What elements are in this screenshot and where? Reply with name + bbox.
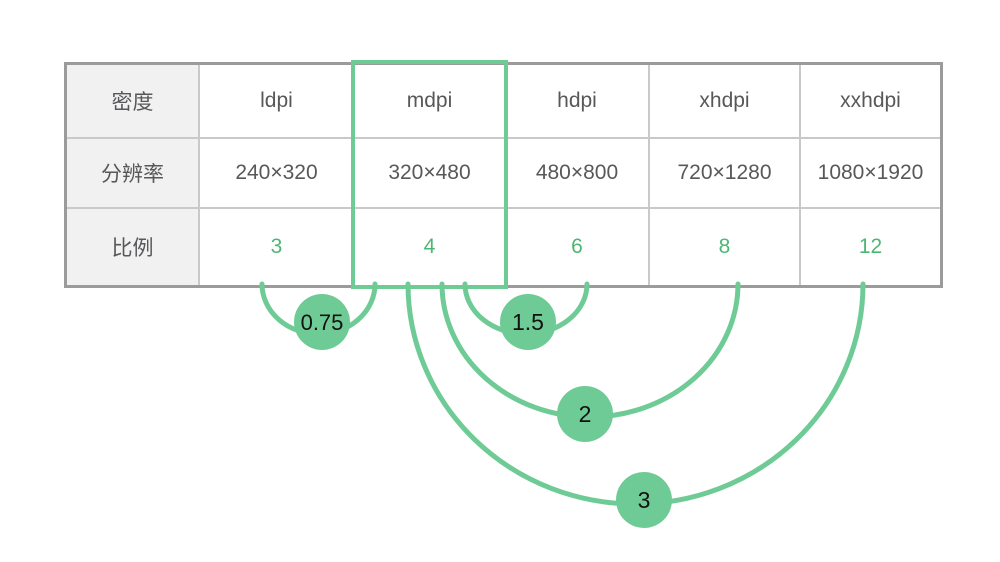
ratio-ldpi: 3: [200, 209, 353, 285]
resolution-xhdpi: 720×1280: [650, 139, 799, 207]
scale-badge-circle: [500, 294, 556, 350]
column-header-ldpi: ldpi: [200, 65, 353, 137]
resolution-mdpi: 320×480: [355, 139, 504, 207]
ratio-hdpi: 6: [506, 209, 648, 285]
arc-mdpi-to-xxhdpi: [405, 281, 866, 507]
scale-badge-label: 3: [638, 487, 651, 513]
arc-mdpi-to-hdpi: [462, 281, 590, 337]
scale-badge-circle: [294, 294, 350, 350]
scale-badge-1-5: 1.5: [500, 294, 556, 350]
ratio-xhdpi: 8: [650, 209, 799, 285]
scale-badge-2: 2: [557, 386, 613, 442]
column-header-hdpi: hdpi: [506, 65, 648, 137]
scale-badge-0-75: 0.75: [294, 294, 350, 350]
row-header-resolution: 分辨率: [67, 139, 198, 207]
scale-badge-label: 1.5: [512, 309, 544, 335]
arc-mdpi-to-ldpi: [259, 281, 378, 337]
row-header-ratio: 比例: [67, 209, 198, 285]
resolution-ldpi: 240×320: [200, 139, 353, 207]
density-table: 密度 ldpi mdpi hdpi xhdpi xxhdpi 分辨率 240×3…: [64, 62, 943, 288]
column-header-xhdpi: xhdpi: [650, 65, 799, 137]
scale-badge-label: 0.75: [301, 310, 344, 335]
column-header-mdpi: mdpi: [355, 65, 504, 137]
row-header-density: 密度: [67, 65, 198, 137]
scale-badge-3: 3: [616, 472, 672, 528]
scale-badge-label: 2: [579, 401, 592, 427]
ratio-xxhdpi: 12: [801, 209, 940, 285]
scale-badge-circle: [616, 472, 672, 528]
resolution-xxhdpi: 1080×1920: [801, 139, 940, 207]
resolution-hdpi: 480×800: [506, 139, 648, 207]
ratio-mdpi: 4: [355, 209, 504, 285]
scale-badge-circle: [557, 386, 613, 442]
column-header-xxhdpi: xxhdpi: [801, 65, 940, 137]
arc-mdpi-to-xhdpi: [439, 281, 741, 420]
